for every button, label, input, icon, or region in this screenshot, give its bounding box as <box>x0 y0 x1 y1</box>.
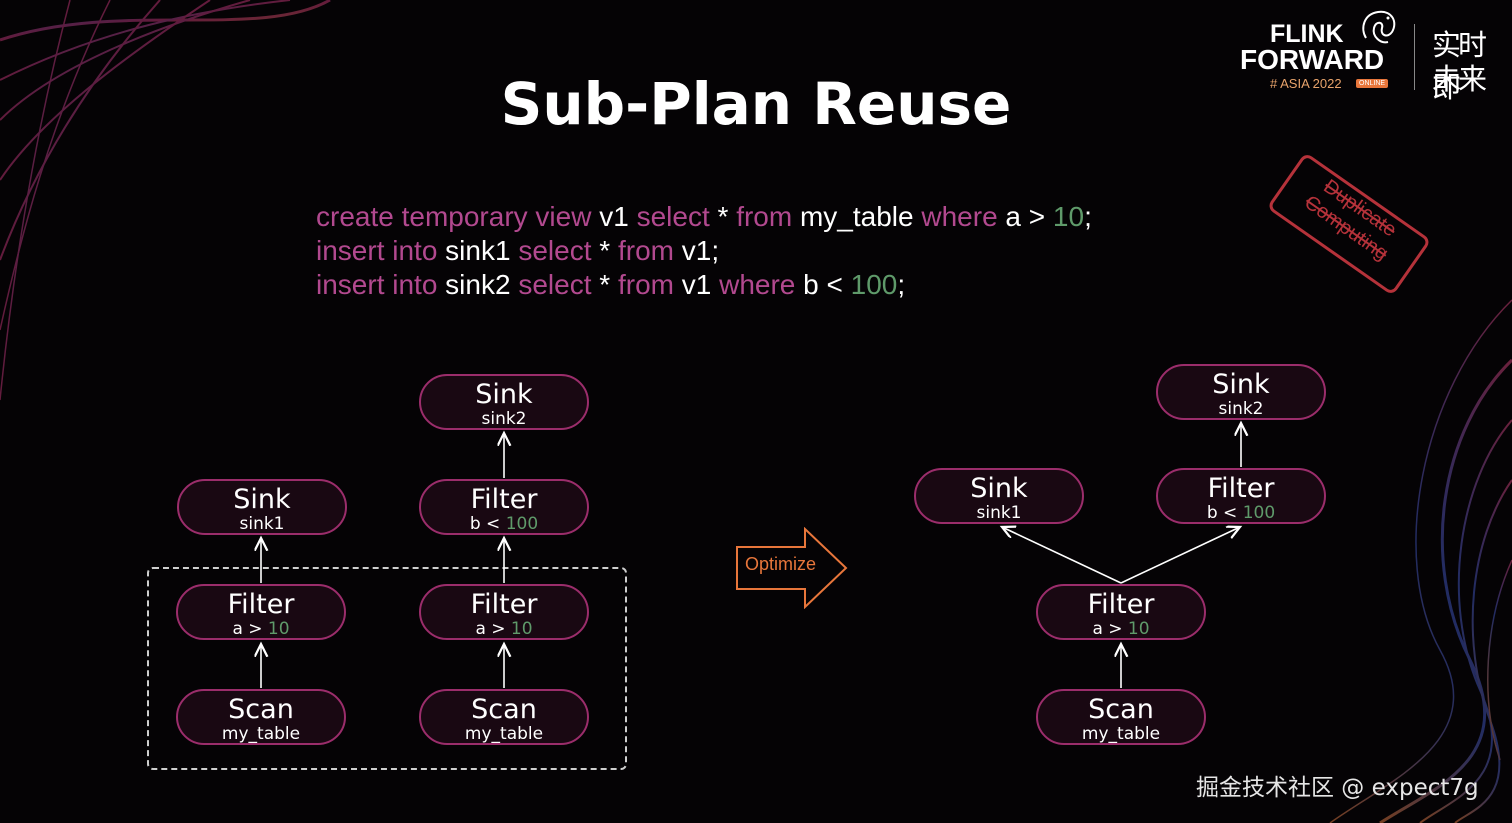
sql-token: v1 <box>673 269 720 300</box>
node-title: Sink <box>475 379 533 410</box>
node-subtitle-number: 100 <box>505 514 539 534</box>
logo-line-3: # ASIA 2022 <box>1270 76 1342 91</box>
sql-token: select <box>518 269 592 300</box>
node-title: Sink <box>970 473 1028 504</box>
sql-token: sink2 <box>437 269 519 300</box>
right-arrow-icon <box>736 526 848 610</box>
node-subtitle: my_table <box>221 724 301 744</box>
node-title: Scan <box>228 694 294 725</box>
node-subtitle-number: 100 <box>1242 503 1276 523</box>
node-subtitle: a > 10 <box>1038 619 1204 639</box>
sql-token: ; <box>1084 201 1092 232</box>
sql-token: from <box>617 269 674 300</box>
left-filter-b-node: Filter b < 100 <box>419 479 589 535</box>
logo-badge: ONLINE <box>1356 79 1389 88</box>
node-title: Filter <box>227 589 295 620</box>
sql-token: sink1 <box>437 235 519 266</box>
sql-token: * <box>709 201 737 232</box>
sql-token: * <box>591 269 618 300</box>
flink-forward-logo: FLINK FORWARD # ASIA 2022 ONLINE 实时即 未来 <box>1238 10 1498 104</box>
sql-token: * <box>591 235 618 266</box>
right-filter-b-node: Filter b < 100 <box>1156 468 1326 524</box>
node-title: Filter <box>1207 473 1275 504</box>
left-scan-node-2: Scan my_table <box>419 689 589 745</box>
sql-token: insert into <box>316 269 438 300</box>
left-sink2-node: Sink sink2 <box>419 374 589 430</box>
logo-line-2: FORWARD <box>1240 44 1385 75</box>
node-subtitle-text: b < <box>469 514 506 534</box>
sql-token: a > <box>997 201 1053 232</box>
squirrel-icon <box>1362 10 1396 44</box>
sql-token: v1; <box>673 235 720 266</box>
node-subtitle: b < 100 <box>421 514 587 534</box>
right-filter-a-node: Filter a > 10 <box>1036 584 1206 640</box>
node-subtitle: sink1 <box>976 503 1022 523</box>
sql-token: insert into <box>316 235 438 266</box>
node-title: Scan <box>471 694 537 725</box>
node-subtitle-text: a > <box>1092 619 1128 639</box>
node-subtitle-number: 10 <box>1127 619 1150 639</box>
sql-line-2: insert into sink1 select * from v1; <box>316 234 1092 268</box>
node-title: Scan <box>1088 694 1154 725</box>
node-subtitle: sink1 <box>239 514 285 534</box>
sql-token: from <box>617 235 674 266</box>
node-subtitle-text: b < <box>1206 503 1243 523</box>
node-subtitle: b < 100 <box>1158 503 1324 523</box>
node-title: Filter <box>470 484 538 515</box>
sql-token: where <box>921 201 998 232</box>
node-title: Filter <box>1087 589 1155 620</box>
sql-token: create temporary view <box>316 201 592 232</box>
right-scan-node: Scan my_table <box>1036 689 1206 745</box>
node-subtitle: a > 10 <box>178 619 344 639</box>
logo-cn-line-2: 未来 <box>1432 62 1487 96</box>
sql-token: my_table <box>792 201 922 232</box>
logo-cn-line-1: 实时即 <box>1432 28 1487 104</box>
right-sink1-node: Sink sink1 <box>914 468 1084 524</box>
sql-token: 100 <box>850 269 898 300</box>
logo-separator <box>1414 24 1415 90</box>
node-title: Sink <box>233 484 291 515</box>
left-sink1-node: Sink sink1 <box>177 479 347 535</box>
sql-line-1: create temporary view v1 select * from m… <box>316 200 1092 234</box>
left-filter-a-node-2: Filter a > 10 <box>419 584 589 640</box>
sql-code-block: create temporary view v1 select * from m… <box>316 200 1092 302</box>
watermark: 掘金技术社区 @ expect7g <box>1196 775 1479 801</box>
node-subtitle-text: a > <box>232 619 268 639</box>
node-subtitle: sink2 <box>481 409 527 429</box>
slide-title: Sub-Plan Reuse <box>500 70 1012 138</box>
sql-token: from <box>736 201 793 232</box>
duplicate-subplan-box <box>147 567 627 770</box>
node-subtitle: a > 10 <box>421 619 587 639</box>
sql-line-3: insert into sink2 select * from v1 where… <box>316 268 1092 302</box>
node-subtitle: sink2 <box>1218 399 1264 419</box>
node-subtitle-number: 10 <box>510 619 533 639</box>
sql-token: select <box>636 201 710 232</box>
edge-right-filter-sink1 <box>1002 527 1122 584</box>
sql-token: ; <box>897 269 906 300</box>
node-title: Sink <box>1212 369 1270 400</box>
right-sink2-node: Sink sink2 <box>1156 364 1326 420</box>
logo-line-1: FLINK <box>1270 20 1344 48</box>
sql-token: 10 <box>1052 201 1085 232</box>
node-title: Filter <box>470 589 538 620</box>
sql-token: b < <box>795 269 851 300</box>
left-scan-node-1: Scan my_table <box>176 689 346 745</box>
optimize-arrow: Optimize <box>735 526 849 610</box>
node-subtitle-number: 10 <box>267 619 290 639</box>
node-subtitle: my_table <box>1081 724 1161 744</box>
node-subtitle-text: a > <box>475 619 511 639</box>
sql-token: select <box>518 235 592 266</box>
edge-right-filter-filterb <box>1120 527 1240 584</box>
sql-token: where <box>719 269 796 300</box>
node-subtitle: my_table <box>464 724 544 744</box>
sql-token: v1 <box>591 201 637 232</box>
left-filter-a-node-1: Filter a > 10 <box>176 584 346 640</box>
optimize-label: Optimize <box>745 554 817 574</box>
